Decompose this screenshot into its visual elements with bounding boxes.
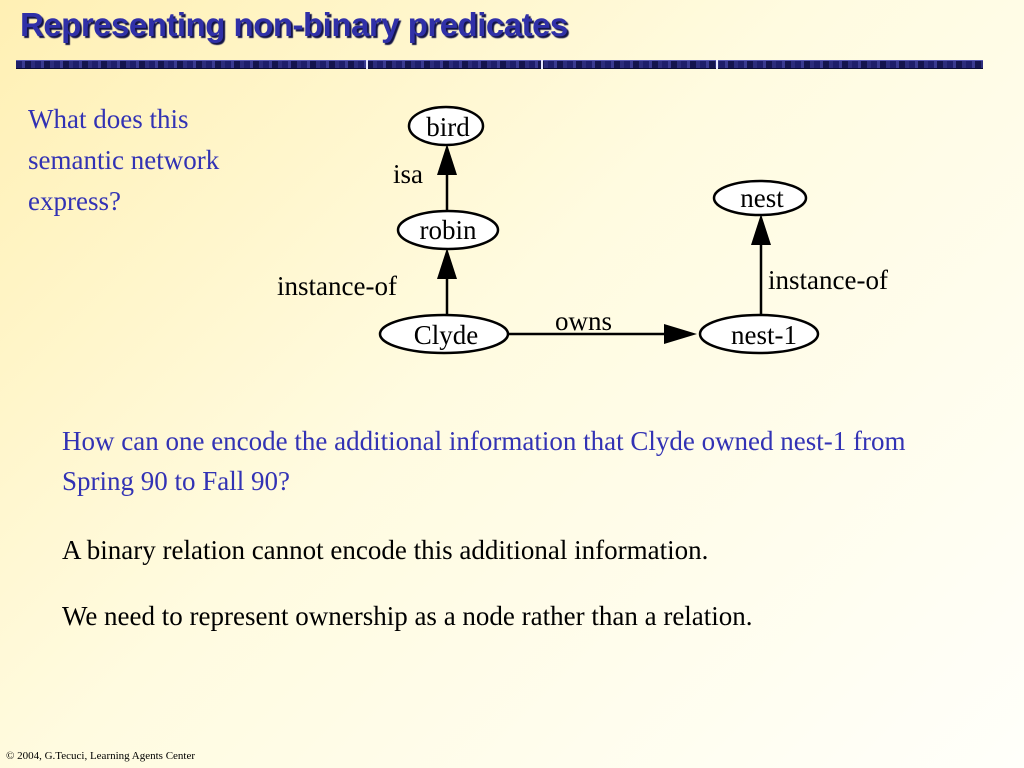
edge-label-instance-of-clyde-robin: instance-of	[277, 271, 397, 301]
node-bird: bird	[407, 105, 485, 147]
arrowhead-robin-bird	[437, 144, 457, 175]
node-nest-1: nest-1	[698, 313, 820, 355]
slide-title: Representing non-binary predicates	[20, 6, 568, 43]
node-label-nest-1: nest-1	[731, 320, 797, 350]
ownership-node-statement: We need to represent ownership as a node…	[62, 601, 753, 631]
node-label-bird: bird	[426, 112, 470, 142]
arrowhead-nest1-nest	[751, 214, 771, 245]
node-nest: nest	[712, 179, 808, 217]
edge-label-instance-of-nest1-nest: instance-of	[768, 265, 888, 295]
node-label-nest: nest	[740, 183, 784, 213]
node-label-robin: robin	[420, 215, 477, 245]
edge-label-isa: isa	[393, 159, 423, 189]
semantic-network-diagram: bird robin Clyde nest nest-1 isa instanc…	[277, 105, 888, 355]
network-question: What does this semantic network express?	[28, 104, 220, 216]
copyright-footer: © 2004, G.Tecuci, Learning Agents Center	[6, 750, 196, 762]
arrowhead-clyde-robin	[437, 248, 457, 279]
node-label-clyde: Clyde	[414, 320, 479, 350]
title-bar-divider	[541, 60, 543, 69]
node-clyde: Clyde	[378, 313, 510, 355]
arrowhead-clyde-nest1	[664, 324, 697, 344]
encoding-question: How can one encode the additional inform…	[62, 426, 906, 496]
node-robin: robin	[396, 209, 500, 251]
binary-relation-statement: A binary relation cannot encode this add…	[62, 535, 709, 565]
edge-label-owns: owns	[555, 306, 612, 336]
title-bar-divider	[366, 60, 368, 69]
title-underline-bar	[16, 60, 983, 69]
title-bar-divider	[716, 60, 718, 69]
